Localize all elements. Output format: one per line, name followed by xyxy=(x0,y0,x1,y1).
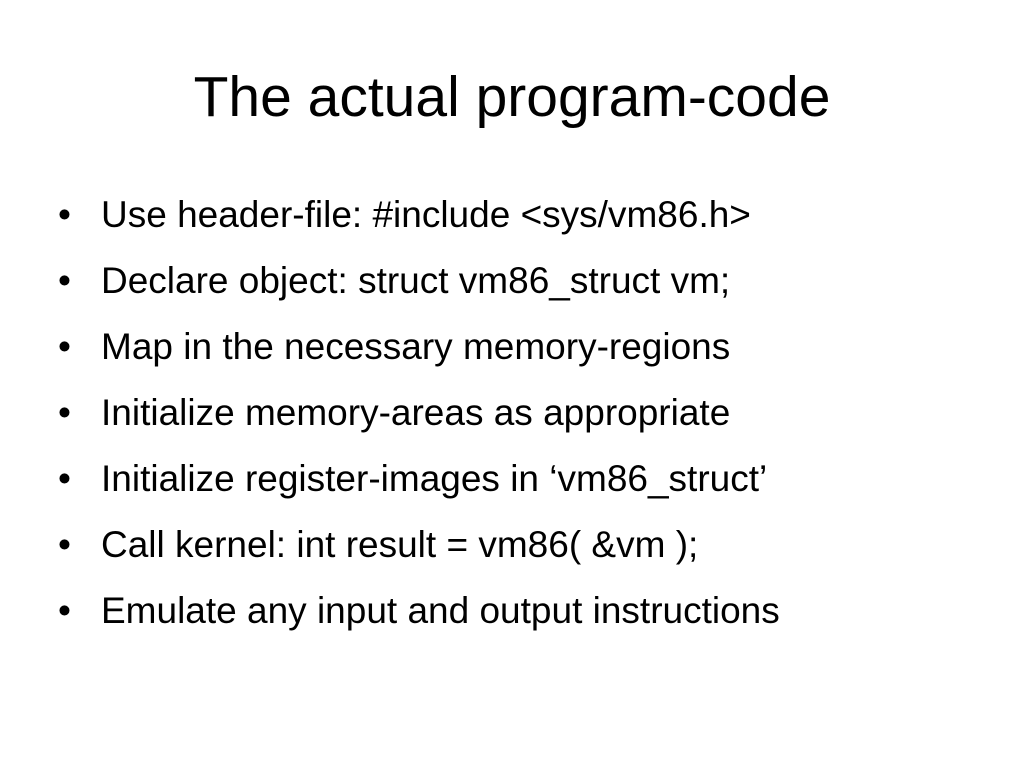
bullet-item: • Initialize memory-areas as appropriate xyxy=(58,380,998,446)
bullet-dot-icon: • xyxy=(58,590,71,631)
bullet-dot-icon: • xyxy=(58,458,71,499)
bullet-item: • Declare object: struct vm86_struct vm; xyxy=(58,248,998,314)
bullet-text: Initialize memory-areas as appropriate xyxy=(101,392,731,433)
bullet-dot-icon: • xyxy=(58,194,71,235)
bullet-text: Use header-file: #include <sys/vm86.h> xyxy=(101,194,751,235)
bullet-dot-icon: • xyxy=(58,392,71,433)
bullet-item: • Call kernel: int result = vm86( &vm ); xyxy=(58,512,998,578)
bullet-dot-icon: • xyxy=(58,260,71,301)
bullet-item: • Initialize register-images in ‘vm86_st… xyxy=(58,446,998,512)
bullet-text: Map in the necessary memory-regions xyxy=(101,326,731,367)
bullet-item: • Emulate any input and output instructi… xyxy=(58,578,998,644)
bullet-item: • Map in the necessary memory-regions xyxy=(58,314,998,380)
bullet-text: Emulate any input and output instruction… xyxy=(101,590,780,631)
bullet-dot-icon: • xyxy=(58,524,71,565)
bullet-dot-icon: • xyxy=(58,326,71,367)
bullet-text: Initialize register-images in ‘vm86_stru… xyxy=(101,458,768,499)
slide-title: The actual program-code xyxy=(193,65,831,129)
bullet-text: Call kernel: int result = vm86( &vm ); xyxy=(101,524,699,565)
bullet-item: • Use header-file: #include <sys/vm86.h> xyxy=(58,182,998,248)
bullet-text: Declare object: struct vm86_struct vm; xyxy=(101,260,731,301)
bullet-list: • Use header-file: #include <sys/vm86.h>… xyxy=(58,182,998,644)
